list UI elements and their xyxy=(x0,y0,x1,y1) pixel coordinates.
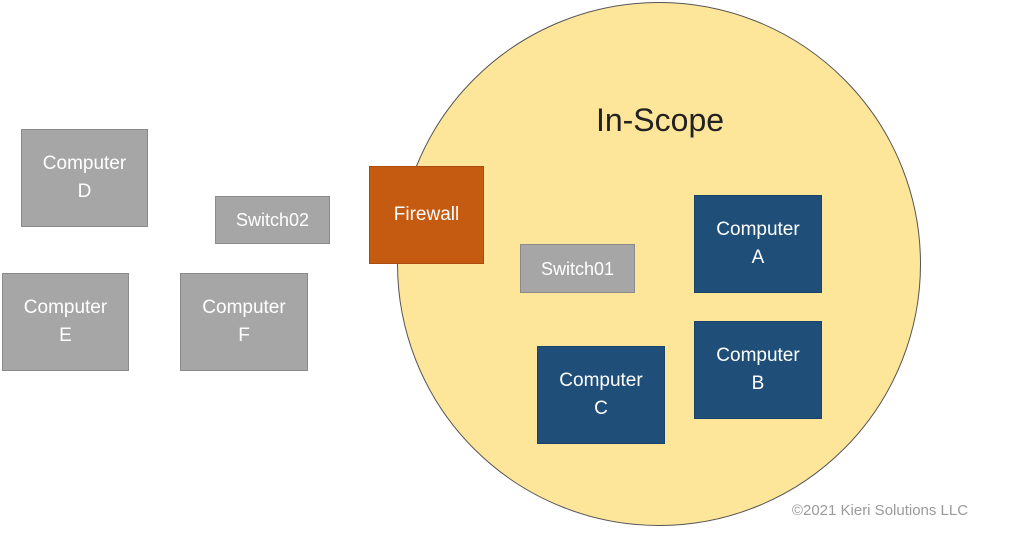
computer-b-node: Computer B xyxy=(694,321,822,419)
copyright-notice: ©2021 Kieri Solutions LLC xyxy=(791,502,969,519)
computer-a-node: Computer A xyxy=(694,195,822,293)
computer-d-node: Computer D xyxy=(21,129,148,227)
computer-f-node: Computer F xyxy=(180,273,308,371)
switch02-node: Switch02 xyxy=(215,196,330,244)
firewall-node: Firewall xyxy=(369,166,484,264)
computer-e-node: Computer E xyxy=(2,273,129,371)
scope-title: In-Scope xyxy=(595,102,725,138)
switch01-node: Switch01 xyxy=(520,244,635,293)
in-scope-zone xyxy=(397,2,921,526)
computer-c-node: Computer C xyxy=(537,346,665,444)
